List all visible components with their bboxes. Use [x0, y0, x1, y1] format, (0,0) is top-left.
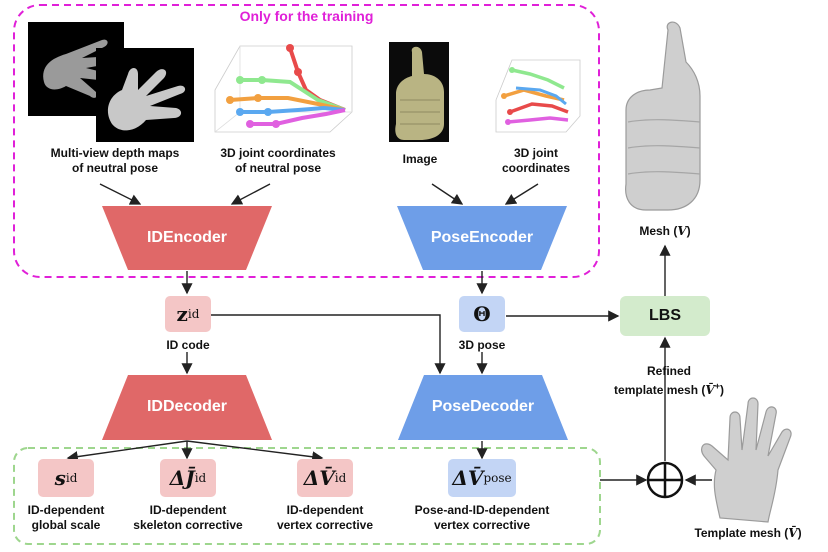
image-label: Image: [402, 152, 438, 166]
id-encoder-shape: [102, 206, 272, 270]
arrow: [230, 183, 271, 205]
skeleton-label: ID-dependent skeleton corrective: [133, 503, 243, 532]
vertex-symbol: ΔV̄: [303, 466, 335, 490]
arrow: [186, 440, 324, 463]
id-decoder-shape: [102, 375, 272, 440]
depth-map-hand-image: [28, 22, 194, 142]
hand-mesh: [700, 397, 792, 523]
arrow: [99, 183, 142, 205]
thumbs-up-mesh-icon: [625, 21, 701, 211]
pose-vertex-box: ΔV̄pose: [448, 459, 516, 497]
skeleton-box: ΔJ̄id: [160, 459, 216, 497]
pose-encoder: PoseEncoder: [430, 229, 534, 246]
skeleton-sup: id: [194, 471, 207, 485]
scale-sup: id: [65, 471, 78, 485]
scale-label: ID-dependent global scale: [27, 503, 105, 532]
pose-vertex-symbol: ΔV̄: [452, 466, 484, 490]
pose-code-label: 3D pose: [458, 338, 506, 352]
arrow: [210, 314, 446, 375]
id-code-symbol: z: [176, 302, 188, 326]
vertex-label: ID-dependent vertex corrective: [276, 503, 374, 532]
mesh-label: Mesh (V): [639, 224, 691, 238]
id-code-sup: id: [187, 307, 200, 321]
training-box-title: Only for the training: [239, 8, 374, 24]
pose-vertex-label: Pose-and-ID-dependent vertex corrective: [414, 503, 550, 532]
pose-vertex-sup: pose: [483, 471, 512, 485]
pose-encoder-shape: [397, 206, 567, 270]
joint-skeleton-plot-2: [495, 59, 581, 133]
pose-code-symbol: Θ: [473, 302, 491, 326]
pose-decoder-shape: [398, 375, 568, 440]
joint-skeleton-plot: [214, 44, 353, 133]
lbs-box: LBS: [620, 296, 710, 336]
pose-decoder: PoseDecoder: [431, 398, 535, 415]
skeleton-symbol: ΔJ̄: [169, 466, 195, 490]
id-decoder: IDDecoder: [146, 398, 228, 415]
depth-maps-label: Multi-view depth maps of neutral pose: [50, 146, 180, 175]
pose-code-box: Θ: [459, 296, 505, 332]
thumb-photo: [389, 42, 449, 142]
arrow: [431, 183, 464, 205]
outputs-box: [13, 447, 601, 545]
joints-label: 3D joint coordinates: [501, 146, 570, 175]
vertex-box: ΔV̄id: [297, 459, 353, 497]
plus-icon: [646, 461, 684, 499]
id-encoder: IDEncoder: [146, 229, 227, 246]
template-mesh-label: Template mesh (V̄): [694, 526, 802, 540]
arrow: [66, 440, 188, 463]
vertex-sup: id: [334, 471, 347, 485]
refined-template-label: Refined template mesh (V̄+): [614, 364, 724, 397]
id-code-label: ID code: [166, 338, 210, 352]
scale-symbol: s: [54, 466, 66, 490]
joints-neutral-label: 3D joint coordinates of neutral pose: [220, 146, 336, 175]
training-box: [13, 4, 600, 278]
arrow: [504, 183, 539, 205]
